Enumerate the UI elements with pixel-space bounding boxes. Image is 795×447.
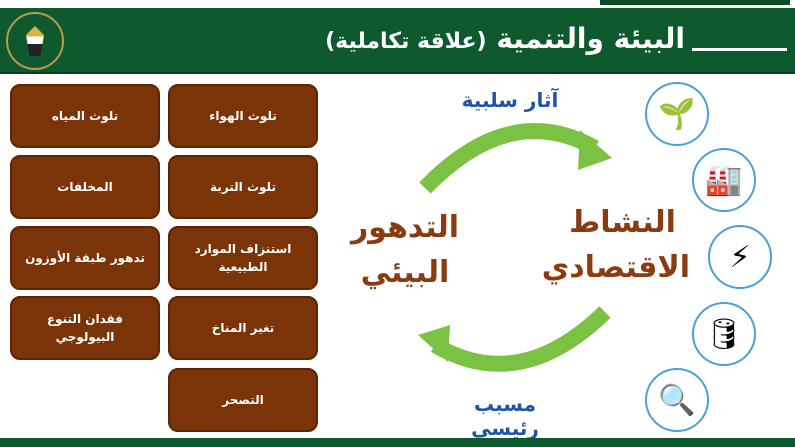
bottom-arrow [430, 306, 611, 372]
top-arrowhead [578, 130, 612, 170]
oil-pump-icon: 🛢 [692, 302, 756, 366]
top-arrow [419, 123, 599, 194]
right-line1: النشاط [569, 205, 676, 240]
impact-box: المخلفات [10, 155, 160, 219]
impact-box: تغير المناخ [168, 296, 318, 360]
top-accent [600, 0, 790, 5]
right-line2: الاقتصادي [541, 250, 690, 285]
environmental-degradation-label: التدهور البيئي [340, 205, 470, 295]
left-line1: التدهور [350, 210, 459, 245]
egypt-emblem-logo [6, 12, 64, 70]
main-cause-label: مسبب رئيسي [471, 392, 539, 440]
search-question-icon: 🔍 [645, 368, 709, 432]
impact-box: تلوث الهواء [168, 84, 318, 148]
impact-box: تلوث المياه [10, 84, 160, 148]
impact-box: تدهور طبقة الأوزون [10, 226, 160, 290]
footer-bar [0, 438, 795, 447]
title-main: البيئة والتنمية [496, 22, 685, 55]
bottom-arrowhead [418, 325, 450, 362]
negative-effects-label: آثار سلبية [461, 88, 559, 112]
left-line2: البيئي [360, 255, 450, 290]
header-banner: البيئة والتنمية (علاقة تكاملية) [0, 8, 795, 74]
eagle-icon [26, 26, 44, 56]
impact-box: فقدان التنوع البيولوجي [10, 296, 160, 360]
title-subtitle: (علاقة تكاملية) [325, 29, 487, 54]
impact-box: تلوث التربة [168, 155, 318, 219]
factory-icon: 🏭 [692, 148, 756, 212]
impact-box: استنزاف الموارد الطبيعية [168, 226, 318, 290]
title-rule [692, 48, 787, 51]
page-title: البيئة والتنمية (علاقة تكاملية) [325, 22, 685, 55]
power-tower-icon: ⚡ [708, 225, 772, 289]
impact-box: التصحر [168, 368, 318, 432]
plant-icon: 🌱 [645, 82, 709, 146]
economic-activity-label: النشاط الاقتصادي [541, 200, 690, 290]
